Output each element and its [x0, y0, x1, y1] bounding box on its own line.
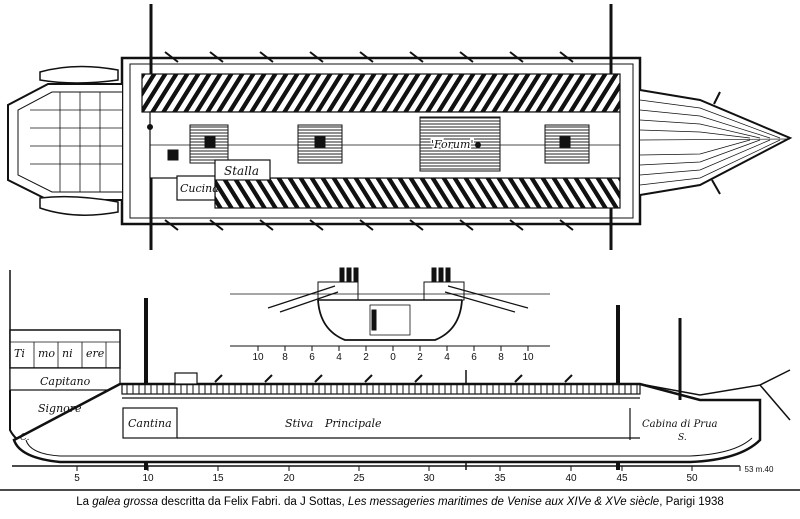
scale-top-tick: 4 [444, 352, 450, 363]
label-s-mark: S. [678, 433, 687, 443]
scale-top-tick: 10 [522, 352, 534, 363]
caption: La galea grossa descritta da Felix Fabri… [0, 496, 800, 508]
length-scale: 5 10 15 20 25 30 35 40 45 50 53 m.40 [74, 465, 774, 484]
label-stalla: Stalla [224, 164, 259, 178]
caption-book-title: Les messageries maritimes de Venise aux … [347, 496, 660, 508]
label-cabina-di-prua: Cabina di Prua [642, 419, 718, 430]
scale-bottom-tick: 10 [142, 473, 154, 484]
label-cantina: Cantina [128, 417, 172, 430]
scale-top-tick: 4 [336, 352, 342, 363]
scale-bottom-tick: 50 [686, 473, 698, 484]
caption-part: La [76, 496, 93, 508]
scale-top-tick: 0 [390, 352, 396, 363]
scale-bottom-tick: 25 [353, 473, 365, 484]
scale-bottom-tick: 40 [565, 473, 577, 484]
label-timoniere-3: ni [62, 347, 73, 360]
caption-italic: galea grossa [92, 496, 159, 508]
scale-top-tick: 2 [363, 352, 369, 363]
scale-bottom-tick: 5 [74, 473, 80, 484]
label-signore: Signore [38, 402, 82, 415]
scale-bottom-tick: 15 [212, 473, 224, 484]
scale-top-tick: 6 [309, 352, 315, 363]
label-forum: 'Forum' [431, 138, 473, 151]
label-stiva: Stiva [285, 417, 313, 430]
label-timoniere-2: mo [38, 347, 55, 360]
caption-part: descritta da Felix Fabri. da J Sottas, [158, 496, 348, 508]
scale-bottom-tick: 53 m.40 [745, 465, 774, 474]
cross-section-scale: 10 8 6 4 2 0 2 4 6 8 10 [252, 352, 534, 363]
scale-top-tick: 10 [252, 352, 264, 363]
cross-section [230, 267, 550, 351]
label-timoniere-1: Ti [14, 347, 25, 360]
label-timoniere-4: ere [86, 347, 105, 360]
scale-top-tick: 2 [417, 352, 423, 363]
label-principale: Principale [324, 417, 382, 430]
scale-top-tick: 8 [282, 352, 288, 363]
scale-top-tick: 8 [498, 352, 504, 363]
scale-bottom-tick: 20 [283, 473, 295, 484]
label-cucina: Cucina [180, 182, 219, 195]
scale-bottom-tick: 30 [423, 473, 435, 484]
label-c-mark: C. [20, 433, 30, 443]
caption-part: , Parigi 1938 [659, 496, 724, 508]
scale-bottom-tick: 45 [616, 473, 628, 484]
label-capitano: Capitano [40, 375, 91, 388]
scale-bottom-tick: 35 [494, 473, 506, 484]
scale-top-tick: 6 [471, 352, 477, 363]
plan-view [7, 4, 793, 250]
side-elevation [0, 270, 800, 491]
